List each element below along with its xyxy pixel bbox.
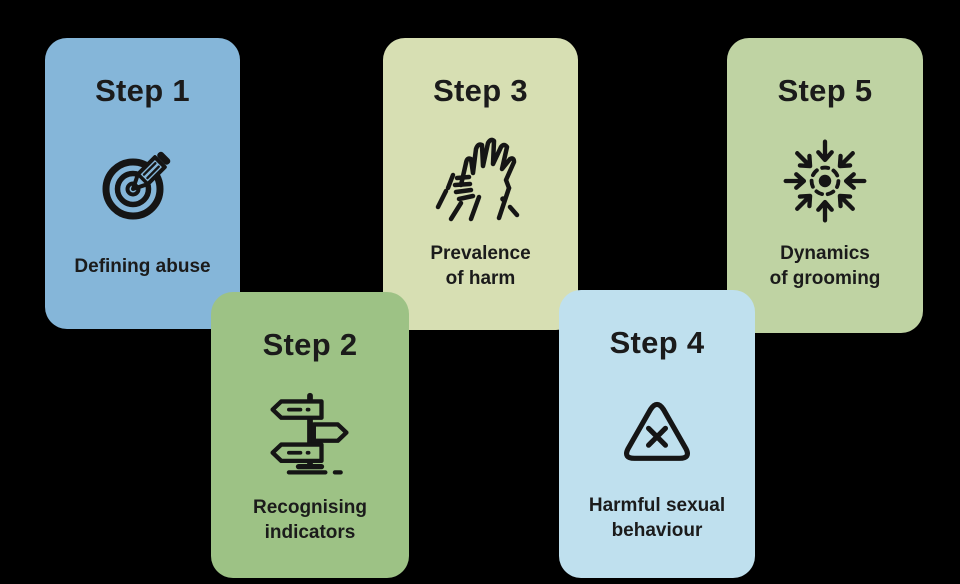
warning-triangle-x-icon xyxy=(559,383,755,483)
step-label: Harmful sexual behaviour xyxy=(588,495,726,542)
step-card-2[interactable]: Step 2 Recognising indicators xyxy=(211,292,409,578)
step-label: Defining abuse xyxy=(74,255,211,277)
target-pencil-icon xyxy=(45,131,240,231)
step-label: Recognising indicators xyxy=(252,497,367,544)
step-title: Step 1 xyxy=(95,73,190,108)
converging-arrows-icon xyxy=(727,131,923,231)
step-label: Prevalence of harm xyxy=(430,243,531,290)
step-title: Step 5 xyxy=(777,73,873,108)
step-label: Dynamics of grooming xyxy=(769,243,881,290)
step-title: Step 4 xyxy=(609,325,705,360)
step-card-1[interactable]: Step 1 Defining abuse xyxy=(45,38,240,329)
hand-grab-wrist-icon xyxy=(383,131,578,231)
step-title: Step 2 xyxy=(262,327,358,362)
step-card-5[interactable]: Step 5 Dynamics of grooming xyxy=(727,38,923,333)
step-title: Step 3 xyxy=(433,73,528,108)
step-card-3[interactable]: Step 3 Prevalence of harm xyxy=(383,38,578,330)
signpost-icon xyxy=(211,385,409,485)
step-card-4[interactable]: Step 4 Harmful sexual behaviour xyxy=(559,290,755,578)
